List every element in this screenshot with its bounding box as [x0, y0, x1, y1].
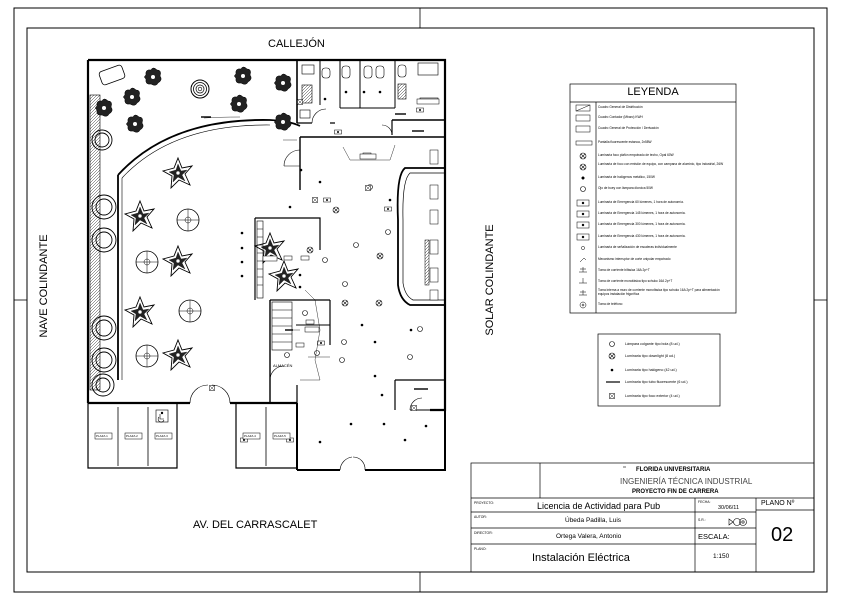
director-label: DIRECTOR: [474, 531, 493, 535]
legend-item: Luminaria de halógenos metálico, 150W [598, 175, 655, 179]
legend-item: Luminaria foco plafón empotrado de techo… [598, 153, 674, 157]
degree-name: INGENIERÍA TÉCNICA INDUSTRIAL [620, 477, 753, 486]
luminaires-legend-icons [606, 341, 620, 399]
almacen-label: ALMACÉN [273, 363, 293, 368]
legend-item: Luminaria de Emergencia 300 lúmenes, 1 h… [598, 222, 686, 226]
legend-item: Mecanismo interruptor de corte unipolar … [598, 257, 671, 261]
legend-item: Toma interna a muro de corriente monofás… [598, 288, 720, 296]
legend-item: Ojo de buey con lámpara dicroica 50W [598, 186, 653, 190]
date-label: FECHA: [698, 500, 711, 504]
author-name: Úbeda Padilla, Luis [565, 517, 622, 524]
luminaire-item: Luminaria tipo downlight (8 ud.) [625, 354, 676, 358]
building-walls [86, 58, 447, 471]
legend-item: Luminaria de Emergencia 145 lúmenes, 1 h… [598, 211, 686, 215]
top-street-label: CALLEJÓN [268, 38, 325, 50]
legend-item: Pantalla fluorescente estanca, 2x58W [598, 140, 652, 144]
director-name: Ortega Valera, Antonio [556, 533, 622, 540]
legend-title: LEYENDA [627, 86, 679, 98]
legend-item: Luminaria de foco con emisión de equipo,… [598, 162, 724, 166]
plaza-label: PLAZA 1 [96, 434, 108, 438]
luminaire-item: Luminaria tipo tubo fluorescente (6 ud.) [625, 380, 688, 384]
plan-name: Instalación Eléctrica [532, 552, 630, 564]
right-neighbor-label: SOLAR COLINDANTE [484, 224, 496, 336]
disabled-parking-icon [155, 409, 169, 423]
fluorescent-tubes [201, 113, 428, 390]
luminaire-item: Luminaria tipo foco exterior (4 ud.) [625, 394, 680, 398]
left-neighbor-label: NAVE COLINDANTE [38, 234, 50, 338]
plaza-tags [94, 432, 291, 440]
university-name: FLORIDA UNIVERSITARIA [636, 467, 711, 473]
sr-symbol [728, 518, 747, 526]
luminaire-item: Lámpara colgante tipo bola (8 ud.) [625, 342, 680, 346]
date-value: 30/06/11 [718, 505, 740, 511]
scale-value: 1:150 [713, 553, 730, 560]
planters-left [91, 129, 117, 397]
plaza-label: PLAZA 4 [244, 434, 256, 438]
legend-item: Cuadro General de Protección / Derivació… [598, 126, 659, 130]
legend-item: Luminaria de Emergencia 60 lúmenes, 1 ho… [598, 200, 684, 204]
plan-number: 02 [771, 524, 794, 546]
legend-item: Toma de teléfono [598, 302, 623, 306]
author-label: AUTOR: [474, 515, 487, 519]
plan-number-label: PLANO Nº [761, 500, 795, 507]
legend-item: Toma de corriente monofásica tipo schuko… [598, 279, 673, 283]
legend-icons [575, 104, 593, 309]
scale-label: ESCALA: [698, 532, 730, 541]
plaza-label: PLAZA 2 [126, 434, 138, 438]
bottom-street-label: AV. DEL CARRASCALET [193, 519, 318, 531]
plan-label: PLANO: [474, 547, 487, 551]
project-name: Licencia de Actividad para Pub [537, 501, 661, 511]
bar-items [424, 149, 439, 301]
plaza-label: PLAZA 3 [156, 434, 168, 438]
title-block [470, 462, 815, 573]
doors [189, 108, 423, 471]
legend-box [569, 83, 737, 314]
legend-item: Luminaria de Emergencia 430 lúmenes, 1 h… [598, 234, 686, 238]
legend-item: Luminaria de señalización de escaleras i… [598, 245, 677, 249]
legend-item: Cuadro Contador (Mbaro) KWH [598, 115, 643, 119]
drawing-frame [26, 27, 815, 573]
legend-item: Toma de corriente bifásica 16A 2p+T [598, 268, 650, 272]
room-tags [262, 98, 440, 333]
sr-label: S.R.: [698, 518, 706, 522]
luminaire-item: Luminaria tipo halógeno (42 ud.) [625, 368, 677, 372]
plaza-label: PLAZA 5 [274, 434, 286, 438]
project-type: PROYECTO FIN DE CARRERA [632, 489, 719, 495]
project-label: PROYECTO: [474, 501, 494, 505]
patio-plants [95, 64, 292, 133]
luminaires-legend-box [597, 333, 721, 407]
legend-item: Cuadro General de Distribución [598, 105, 643, 109]
